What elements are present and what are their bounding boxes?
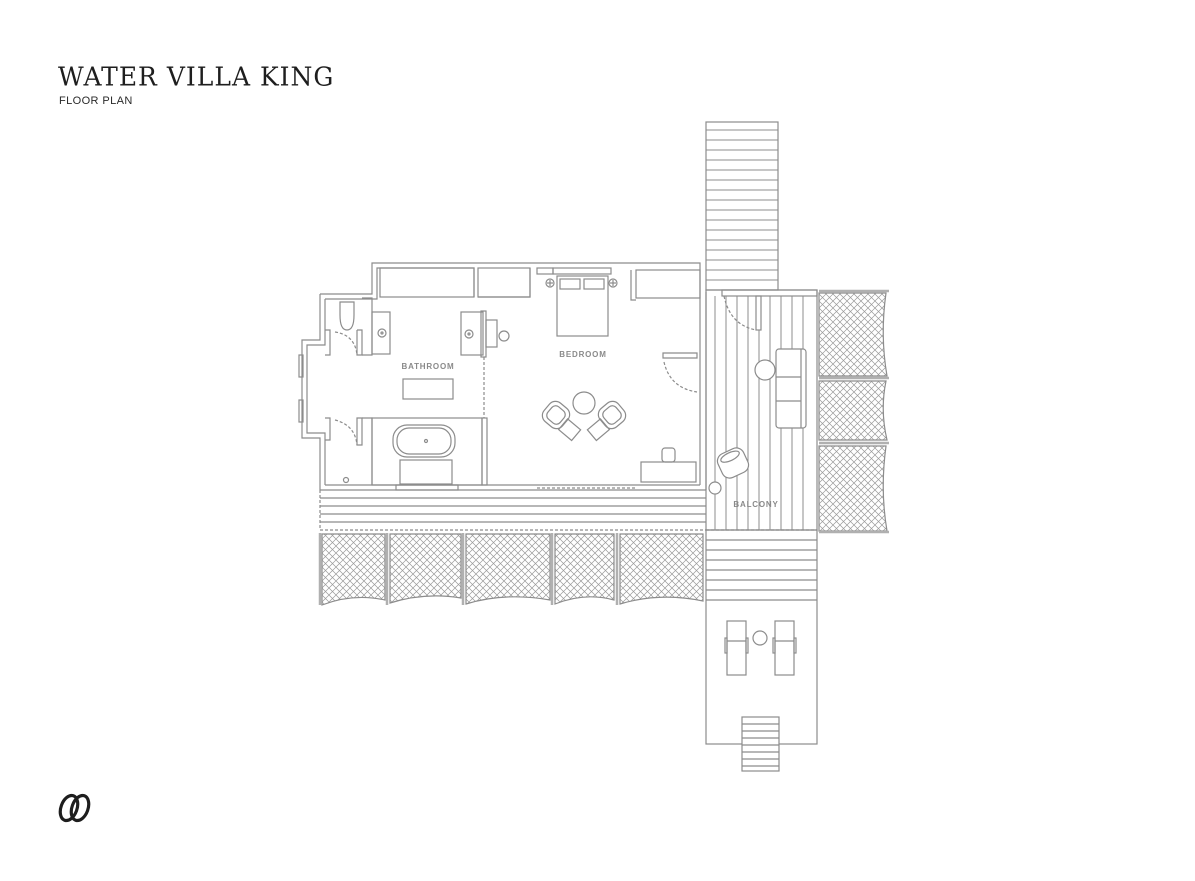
bedroom: BEDROOM (537, 270, 698, 489)
desk-icon (640, 461, 697, 483)
room-label-bathroom: BATHROOM (402, 362, 455, 371)
page-subtitle: FLOOR PLAN (59, 95, 133, 107)
bathroom (325, 297, 510, 491)
page-title: WATER VILLA KING (58, 61, 335, 92)
sun-lounger-icon (724, 620, 749, 676)
hammock-nets-front (318, 533, 704, 606)
toilet-icon (339, 301, 355, 331)
shower-drain-icon (342, 476, 350, 484)
armchair-icon (541, 400, 571, 430)
interlocking-rings-logo (58, 793, 91, 823)
sun-lounger-icon (772, 620, 797, 676)
villa-walls (298, 262, 707, 491)
balcony-deck: BALCONY (705, 289, 818, 531)
armchair-icon (597, 400, 627, 430)
room-label-bedroom: BEDROOM (559, 350, 606, 359)
entrance-jetty (705, 121, 779, 291)
hammock-nets-side (818, 289, 889, 534)
water-ladder (741, 716, 780, 772)
front-deck (319, 490, 706, 531)
sun-deck (705, 529, 818, 745)
room-label-balcony: BALCONY (733, 500, 778, 509)
bed-icon (556, 275, 609, 337)
sofa-icon (775, 348, 807, 429)
armchair-icon (716, 447, 750, 479)
